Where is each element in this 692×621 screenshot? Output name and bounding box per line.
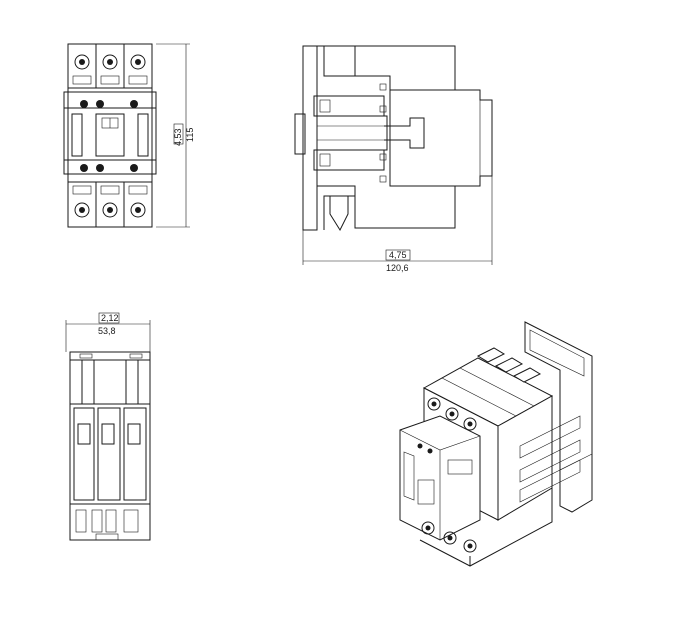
side-depth-in: 4,75 bbox=[389, 250, 407, 260]
side-depth-mm: 120,6 bbox=[386, 263, 409, 273]
front-height-mm: 115 bbox=[185, 128, 195, 142]
side-view bbox=[294, 45, 493, 265]
front-view bbox=[63, 43, 190, 228]
bottom-width-in: 2,12 bbox=[101, 313, 119, 323]
isometric-view bbox=[399, 321, 593, 567]
bottom-view bbox=[65, 312, 151, 541]
bottom-width-mm: 53,8 bbox=[98, 326, 116, 336]
front-height-in: 4,53 bbox=[173, 128, 183, 146]
